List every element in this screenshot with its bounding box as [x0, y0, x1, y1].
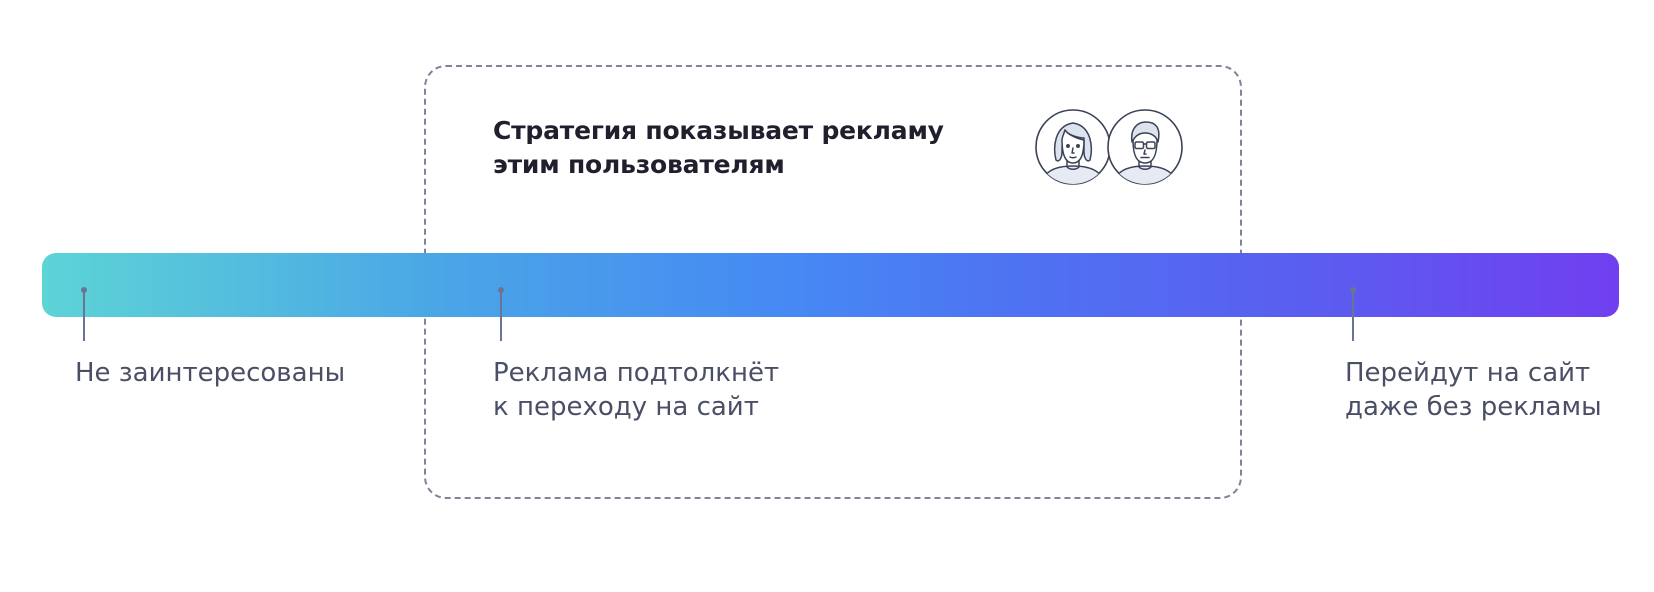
segment-label-not-interested: Не заинтересованы [75, 356, 345, 390]
marker-dot [1350, 287, 1356, 293]
interest-gradient-scale [42, 253, 1619, 317]
female-user-icon [1035, 109, 1111, 185]
marker-ad-push [496, 287, 506, 347]
marker-not-interested [79, 287, 89, 347]
segment-label-line2: к переходу на сайт [493, 392, 759, 422]
segment-label-line1: Перейдут на сайт [1345, 358, 1591, 388]
segment-label-line1: Реклама подтолкнёт [493, 358, 780, 388]
marker-dot [498, 287, 504, 293]
strategy-title: Стратегия показывает рекламу этим пользо… [493, 114, 993, 182]
male-user-with-glasses-icon [1107, 109, 1183, 185]
marker-will-visit [1348, 287, 1358, 347]
marker-dot [81, 287, 87, 293]
segment-label-line1: Не заинтересованы [75, 358, 346, 388]
segment-label-will-visit: Перейдут на сайт даже без рекламы [1345, 356, 1602, 424]
segment-label-line2: даже без рекламы [1345, 392, 1602, 422]
marker-line [500, 291, 502, 341]
user-avatars [1034, 108, 1186, 188]
segment-label-ad-push: Реклама подтолкнёт к переходу на сайт [493, 356, 779, 424]
marker-line [1352, 291, 1354, 341]
strategy-title-line1: Стратегия показывает рекламу [493, 116, 944, 145]
marker-line [83, 291, 85, 341]
strategy-title-line2: этим пользователям [493, 150, 785, 179]
